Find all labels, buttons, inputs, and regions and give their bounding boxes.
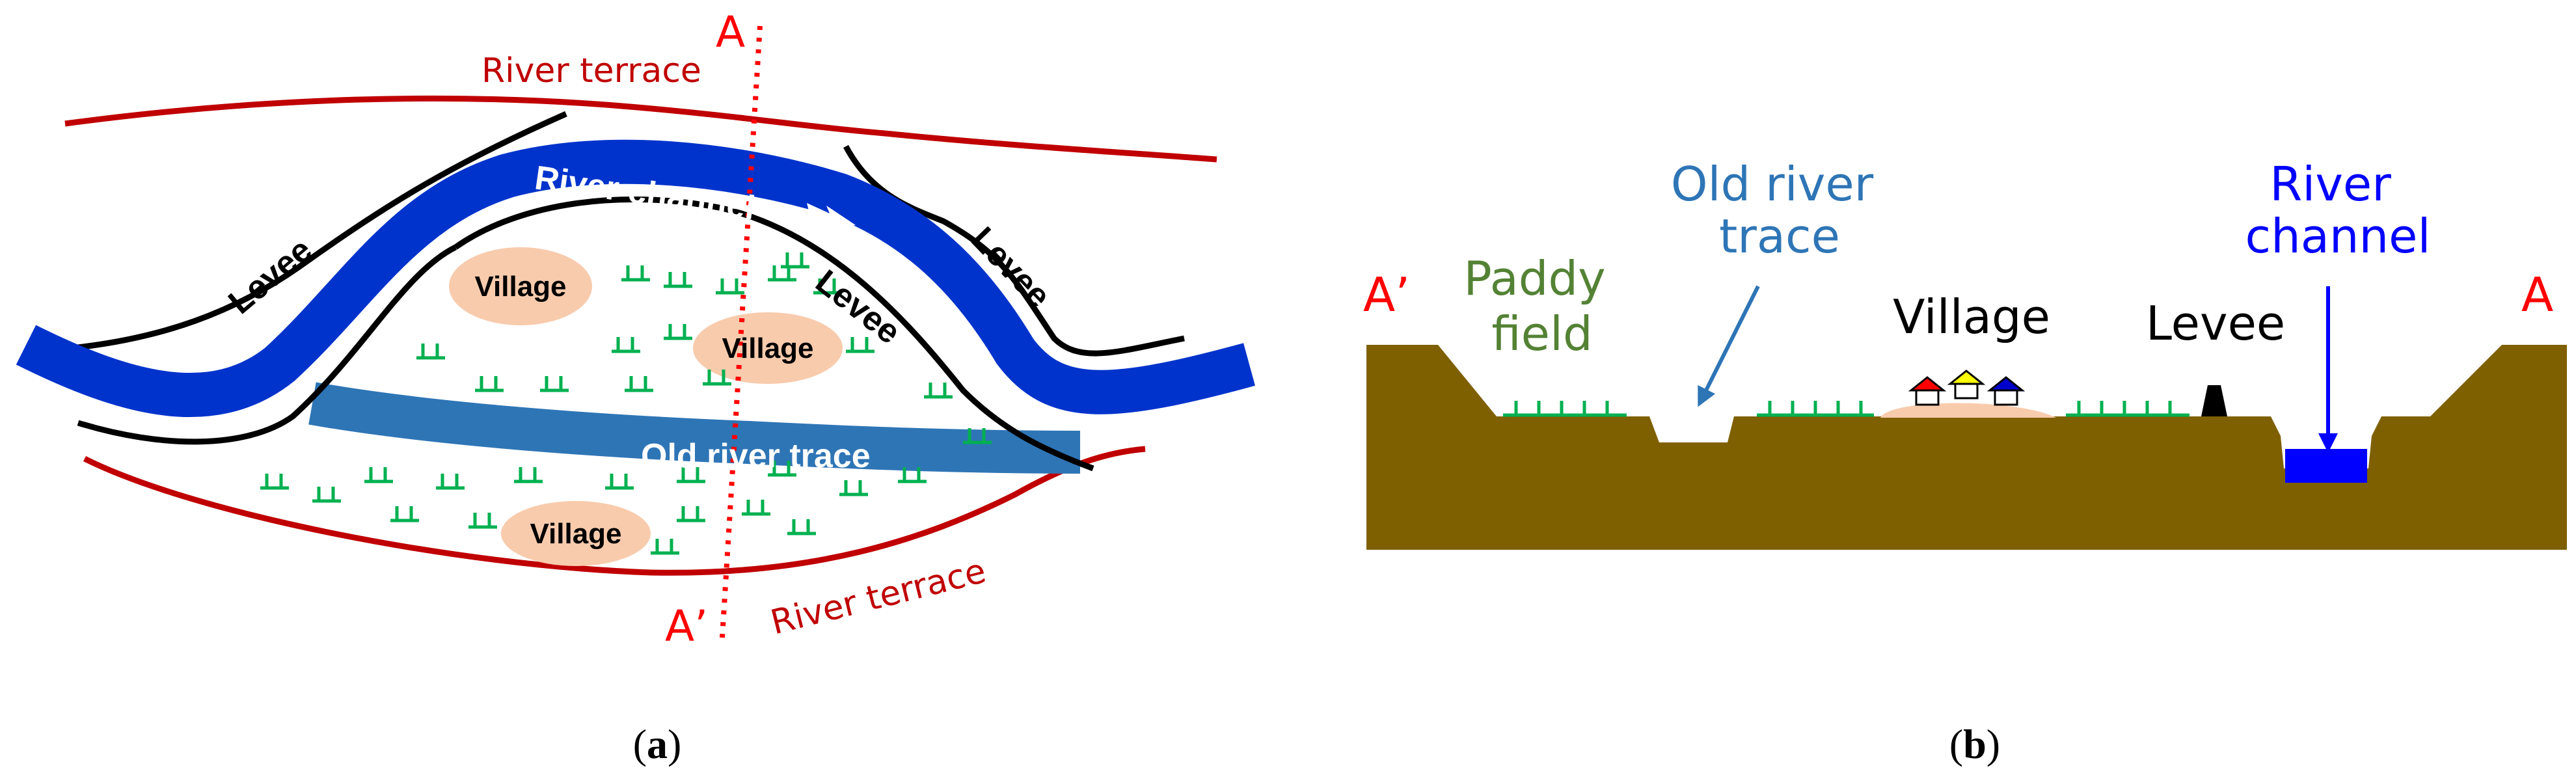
village-2-area <box>693 312 843 384</box>
paddy-symbol <box>514 467 543 483</box>
levee-outer-left-line <box>71 111 567 351</box>
paddy-symbol <box>1757 401 1874 417</box>
paddy-surface-symbols <box>1503 401 2190 417</box>
river-terrace-top-line <box>64 95 1217 163</box>
caption-a-open: ( <box>633 721 647 767</box>
house-blue <box>1986 376 2026 406</box>
label-section-a-right: A <box>2521 267 2553 322</box>
label-paddy-field: Paddy field <box>1463 251 1620 361</box>
paddy-symbol <box>605 474 634 490</box>
paddy-symbol <box>625 376 653 392</box>
paddy-symbol <box>390 506 419 522</box>
label-paddy-line2: field <box>1491 306 1592 361</box>
levee-inner-line <box>454 196 1094 472</box>
label-channel-line2: channel <box>2245 209 2431 264</box>
paddy-symbol <box>781 252 809 269</box>
flow-arrow <box>807 203 856 229</box>
paddy-symbol <box>787 519 816 535</box>
paddy-symbol <box>898 467 927 483</box>
house-yellow <box>1947 370 1986 399</box>
paddy-symbol <box>742 500 770 516</box>
paddy-symbol <box>716 278 744 295</box>
levee-left-bottom-line <box>77 244 457 445</box>
label-levee-left: Levee <box>221 231 319 321</box>
label-river-terrace-top: River terrace <box>481 51 701 90</box>
label-old-trace-line1: Old river <box>1671 157 1874 211</box>
paddy-symbol <box>664 272 692 288</box>
paddy-symbol <box>963 428 992 444</box>
label-river-channel: River channel <box>2245 157 2431 264</box>
river-channel-band <box>16 139 1255 417</box>
levee-block <box>2201 385 2227 416</box>
paddy-symbol <box>703 370 731 386</box>
label-village: Village <box>1893 290 2050 344</box>
village-1-area <box>449 247 592 325</box>
panel-a-plan-view: River terrace River terrace A A’ River c… <box>16 7 1255 767</box>
caption-a-close: ) <box>668 721 681 767</box>
label-old-trace-line2: trace <box>1719 209 1840 264</box>
paddy-symbol <box>924 383 953 399</box>
house-red <box>1908 376 1947 406</box>
river-terrace-bottom-line <box>83 446 1146 576</box>
paddy-symbol <box>468 513 497 529</box>
river-water <box>2285 449 2367 483</box>
paddy-symbol <box>846 337 874 353</box>
old-river-trace-arrow <box>1698 285 1760 407</box>
panel-b-cross-section: A’ A Paddy field Old river trace Village… <box>1363 157 2567 767</box>
paddy-symbol <box>677 506 705 522</box>
label-levee: Levee <box>2146 296 2285 351</box>
label-village-3: Village <box>530 518 621 550</box>
caption-a-letter: a <box>647 721 668 767</box>
label-section-a-top: A <box>716 7 745 57</box>
paddy-symbol <box>1503 401 1627 417</box>
caption-a: (a) <box>633 721 682 767</box>
paddy-symbol <box>436 474 465 490</box>
label-section-a-prime-bottom: A’ <box>665 601 708 651</box>
label-old-river-trace: Old river trace <box>1671 157 1888 264</box>
paddy-symbol <box>540 376 569 392</box>
label-village-2: Village <box>722 332 813 364</box>
paddy-symbol <box>475 376 504 392</box>
paddy-symbol <box>416 344 445 360</box>
paddy-symbol <box>677 467 705 483</box>
old-river-trace-band <box>308 382 1081 474</box>
label-old-river-trace: Old river trace <box>641 437 871 475</box>
paddy-symbol <box>260 474 289 490</box>
caption-b: (b) <box>1949 721 2000 767</box>
paddy-symbol <box>813 278 842 295</box>
paddy-symbol <box>612 337 640 353</box>
label-channel-line1: River <box>2270 157 2391 211</box>
caption-b-letter: b <box>1963 721 1986 767</box>
paddy-symbols <box>260 252 992 555</box>
village-mound <box>1880 403 2056 418</box>
paddy-symbol <box>621 265 650 282</box>
ground-profile <box>1366 345 2567 550</box>
paddy-symbol <box>839 480 868 496</box>
paddy-symbol <box>312 487 341 503</box>
label-section-a-prime-left: A’ <box>1363 267 1410 322</box>
village-3-area <box>501 501 651 566</box>
paddy-symbol <box>768 461 796 477</box>
section-line-a-a-prime <box>720 25 763 638</box>
paddy-symbol <box>364 467 393 483</box>
paddy-symbol <box>2066 401 2190 417</box>
caption-b-close: ) <box>1986 721 2000 767</box>
label-village-1: Village <box>474 271 566 303</box>
label-paddy-line1: Paddy <box>1463 251 1605 306</box>
caption-b-open: ( <box>1949 721 1963 767</box>
paddy-symbol <box>651 539 679 555</box>
paddy-symbol <box>664 324 692 340</box>
